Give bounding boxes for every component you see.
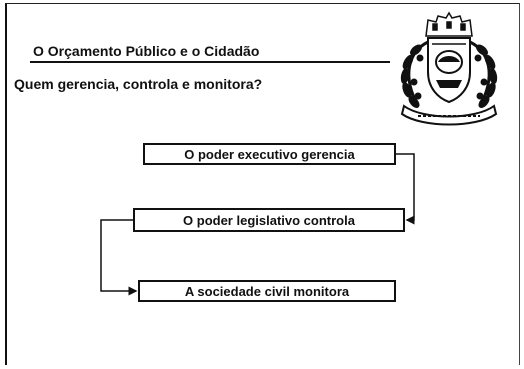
slide-frame (5, 3, 520, 365)
title-underline (30, 61, 390, 63)
civil-society-step-box: A sociedade civil monitora (138, 280, 396, 302)
coat-of-arms-icon (400, 11, 498, 126)
legislative-step-box: O poder legislativo controla (133, 208, 405, 232)
slide-title: O Orçamento Público e o Cidadão (33, 43, 260, 59)
slide-subtitle: Quem gerencia, controla e monitora? (14, 76, 263, 92)
executive-step-box: O poder executivo gerencia (143, 143, 396, 165)
